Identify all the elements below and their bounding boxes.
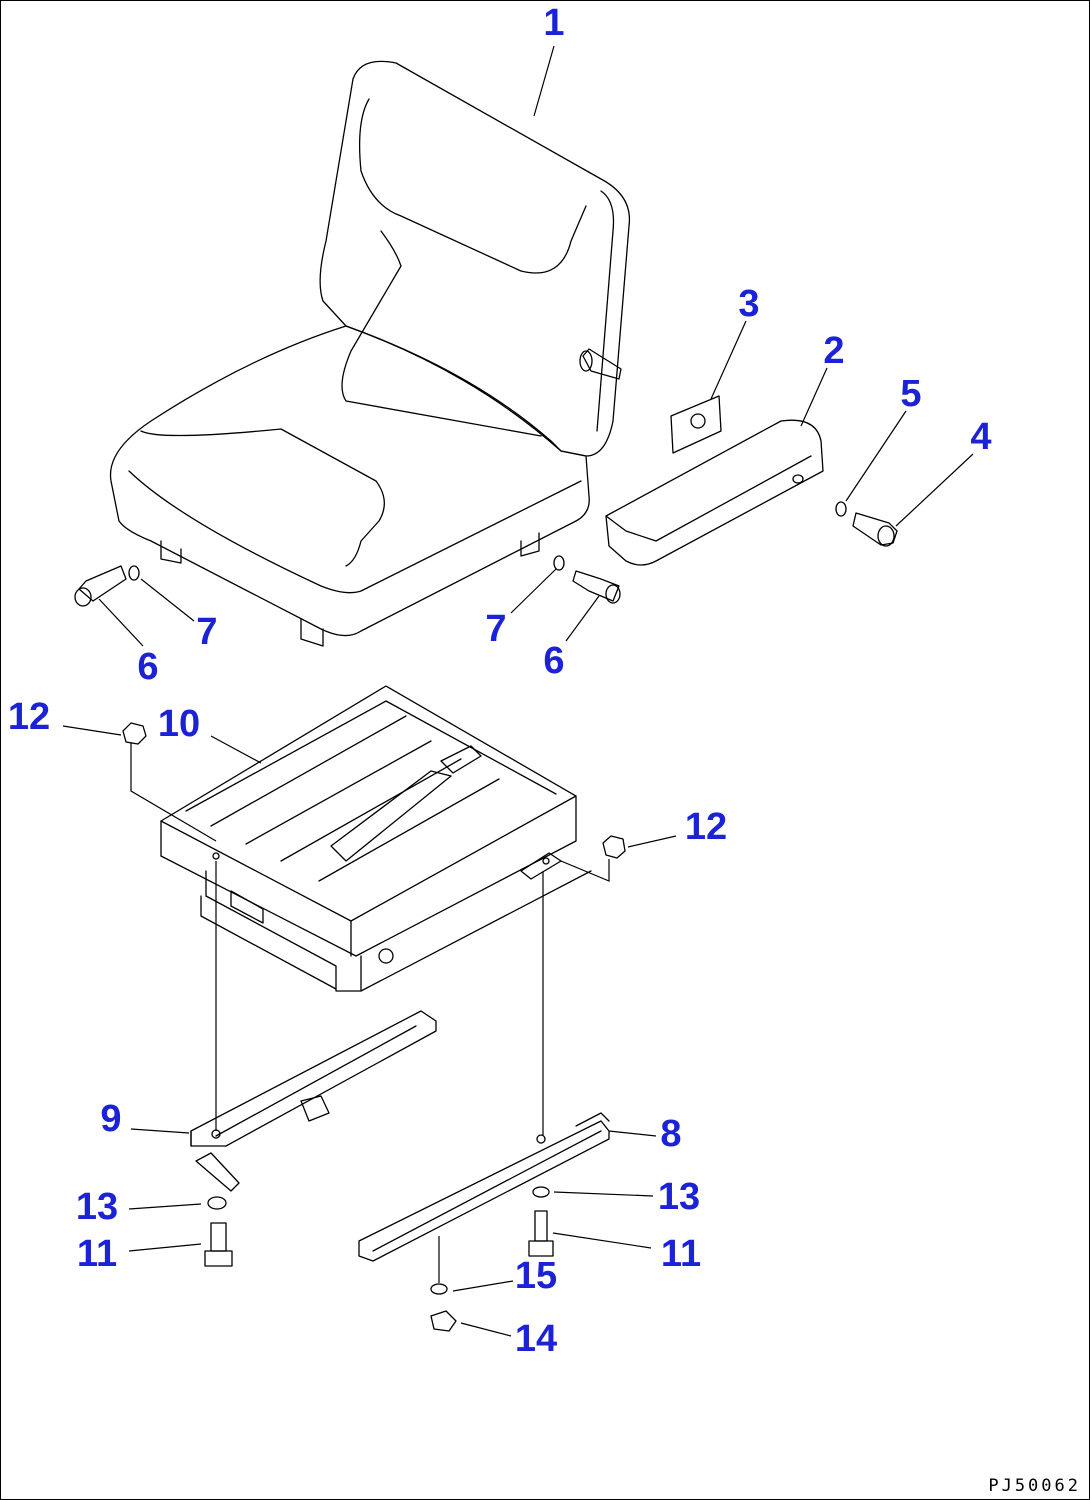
bolt-6-right (572, 570, 621, 604)
callout-7-right: 7 (485, 608, 506, 650)
washer-13-right (532, 1186, 550, 1198)
nut-14 (430, 1310, 457, 1332)
callout-9: 9 (100, 1098, 121, 1140)
callout-12-right: 12 (685, 806, 727, 848)
callout-2: 2 (823, 330, 844, 372)
bolt-11-right (528, 1210, 554, 1257)
callout-7-left: 7 (196, 611, 217, 653)
washer-13-left (207, 1196, 227, 1210)
callout-6-left: 6 (137, 646, 158, 688)
callout-1: 1 (543, 2, 564, 44)
callout-4: 4 (970, 416, 991, 458)
armrest (605, 419, 824, 566)
rail-9 (190, 1010, 437, 1192)
callout-11-right: 11 (661, 1233, 701, 1275)
washer-7-right (553, 555, 565, 571)
callout-13-left: 13 (76, 1186, 118, 1228)
callout-15: 15 (515, 1255, 557, 1297)
callout-13-right: 13 (658, 1176, 700, 1218)
washer-7-left (128, 565, 140, 581)
callout-12-left: 12 (8, 696, 50, 738)
seat-frame (160, 685, 592, 992)
callout-10: 10 (158, 703, 200, 745)
drawing-code: PJ50062 (988, 1476, 1081, 1496)
callout-3: 3 (738, 283, 759, 325)
plate (670, 395, 722, 454)
seat-assembly (109, 60, 631, 647)
callout-11-left: 11 (77, 1233, 117, 1275)
nut-12-right (602, 835, 626, 859)
bolt-6-left (74, 565, 127, 607)
callout-8: 8 (660, 1113, 681, 1155)
bolt-4 (852, 512, 898, 547)
callout-14: 14 (515, 1318, 557, 1360)
nut-12-left (122, 722, 147, 745)
washer-5 (835, 501, 847, 517)
callout-6-right: 6 (543, 640, 564, 682)
bolt-11-left (204, 1222, 233, 1267)
callout-5: 5 (900, 373, 921, 415)
washer-15 (430, 1283, 448, 1295)
rail-8 (358, 1112, 610, 1262)
